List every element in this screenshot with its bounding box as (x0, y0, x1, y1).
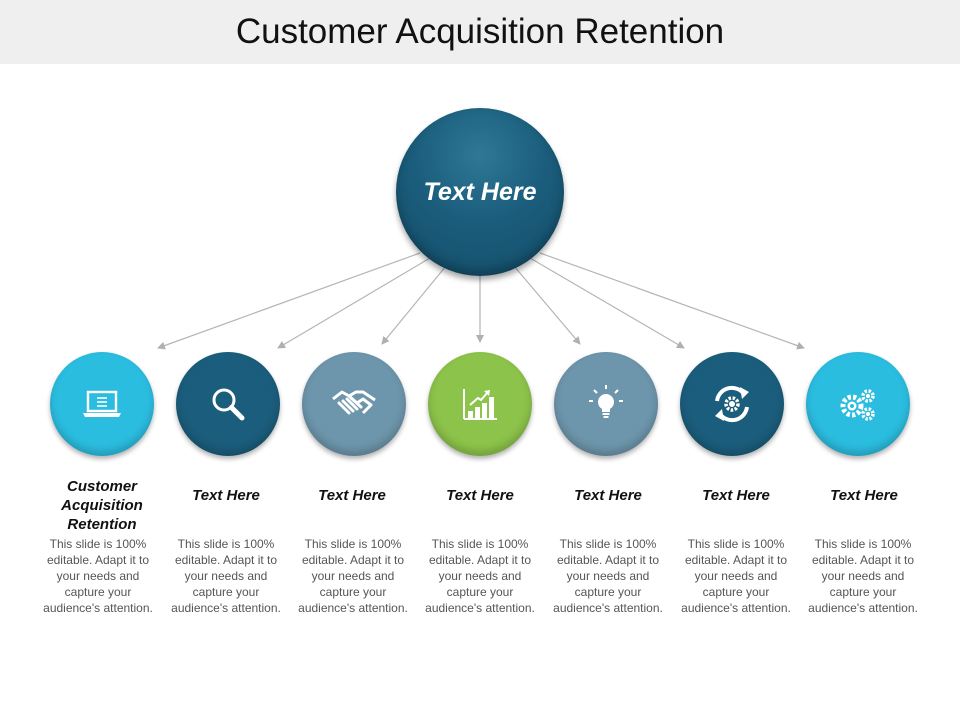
node-description-4: This slide is 100% editable. Adapt it to… (425, 537, 535, 615)
node-description-7: This slide is 100% editable. Adapt it to… (808, 537, 918, 615)
node-label-7: Text Here (830, 487, 898, 504)
hub-circle: Text Here (396, 108, 564, 276)
connector-line-3 (381, 265, 447, 345)
node-description-2: This slide is 100% editable. Adapt it to… (171, 537, 281, 615)
node-label-6: Text Here (702, 487, 770, 504)
node-label-1: Customer Acquisition Retention (61, 478, 143, 533)
magnifier-icon (212, 388, 245, 421)
node-circle-1 (50, 352, 154, 456)
node-description-5: This slide is 100% editable. Adapt it to… (553, 537, 663, 615)
node-label-3: Text Here (318, 487, 386, 504)
node-circle-2 (176, 352, 280, 456)
connector-line-7 (539, 252, 805, 350)
connector-line-2 (277, 257, 431, 349)
laptop-icon (83, 390, 121, 417)
connector-line-5 (513, 265, 581, 345)
node-circle-4 (428, 352, 532, 456)
node-description-1: This slide is 100% editable. Adapt it to… (43, 537, 153, 615)
node-label-5: Text Here (574, 487, 642, 504)
node-description-6: This slide is 100% editable. Adapt it to… (681, 537, 791, 615)
connector-line-6 (529, 257, 685, 349)
node-circle-5 (554, 352, 658, 456)
hub-label: Text Here (423, 178, 537, 206)
node-label-2: Text Here (192, 487, 260, 504)
node-circle-3 (302, 352, 406, 456)
refresh-gear-icon (715, 385, 749, 423)
gears-icon (840, 389, 875, 421)
handshake-icon (332, 390, 376, 415)
growth-chart-icon (463, 389, 497, 420)
node-circle-6 (680, 352, 784, 456)
connector-line-1 (157, 252, 421, 350)
slide-title: Customer Acquisition Retention (235, 12, 725, 51)
lightbulb-icon (589, 385, 623, 418)
title-bar (0, 0, 960, 64)
node-circle-7 (806, 352, 910, 456)
node-label-4: Text Here (446, 487, 514, 504)
node-description-3: This slide is 100% editable. Adapt it to… (298, 537, 408, 615)
